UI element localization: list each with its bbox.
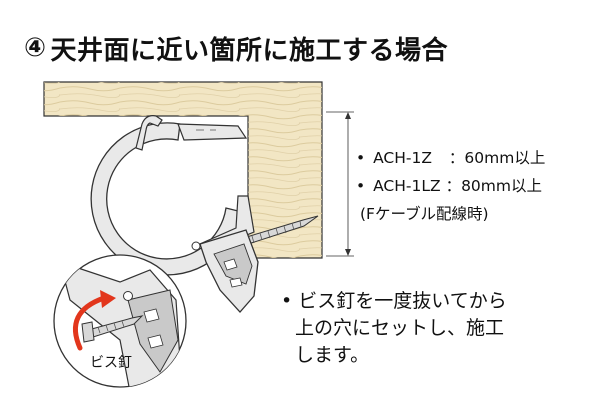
- instruction-line-1: ビス釘を一度抜いてから: [298, 290, 507, 312]
- cable-clip: [90, 115, 259, 313]
- spec-value: ：60mm以上: [448, 149, 546, 167]
- move-up-arrow: [73, 290, 116, 351]
- detail-magnifier: [53, 254, 187, 388]
- spec-model: ACH-1LZ: [373, 177, 441, 195]
- spec-ach-1lz: • ACH-1LZ ：80mm以上: [356, 177, 542, 195]
- section-heading: ④ 天井面に近い箇所に施工する場合: [24, 30, 448, 66]
- spec-value: ：80mm以上: [445, 177, 542, 195]
- instruction-note: • ビス釘を一度抜いてから 上の穴にセットし、施工 します。: [281, 288, 507, 369]
- instruction-line-2: 上の穴にセットし、施工: [295, 317, 505, 339]
- spec-note: (Fケーブル配線時): [360, 205, 489, 223]
- spec-model: ACH-1Z: [373, 149, 432, 167]
- heading-text: 天井面に近い箇所に施工する場合: [50, 35, 449, 66]
- instruction-line-3: します。: [295, 344, 370, 366]
- instruction-bullet: •: [281, 290, 293, 312]
- spec-ach-1z: • ACH-1Z ：60mm以上: [356, 149, 546, 167]
- heading-number: ④: [24, 33, 47, 63]
- screw-caption: ビス釘: [90, 355, 132, 371]
- clearance-dimension: [326, 111, 354, 257]
